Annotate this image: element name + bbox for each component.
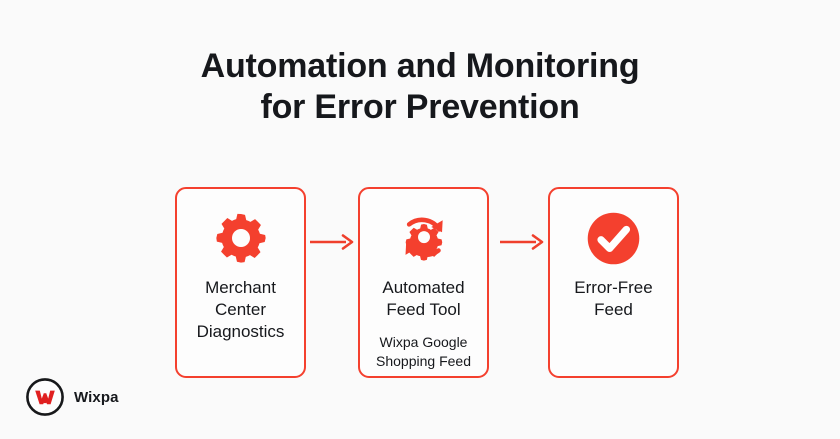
- flow-step-merchant-center-diagnostics[interactable]: Merchant Center Diagnostics: [175, 187, 306, 378]
- page-title-line-2: for Error Prevention: [260, 88, 580, 126]
- process-flow: Merchant Center Diagnostics: [175, 187, 681, 379]
- flow-step-automated-feed-tool[interactable]: Automated Feed Tool Wixpa Google Shoppin…: [358, 187, 489, 378]
- gear-icon: [213, 209, 269, 267]
- wixpa-w-logo-icon: [24, 376, 66, 418]
- page-title-line-1: Automation and Monitoring: [200, 47, 640, 85]
- flow-step-title: Merchant Center Diagnostics: [196, 278, 285, 341]
- check-circle-icon: [586, 209, 641, 267]
- gear-sync-icon: [395, 209, 453, 267]
- arrow-right-icon: [500, 233, 546, 251]
- brand-name: Wixpa: [74, 388, 119, 406]
- flow-step-error-free-feed[interactable]: Error-Free Feed: [548, 187, 679, 378]
- flow-step-title: Error-Free Feed: [574, 278, 653, 319]
- brand-logo[interactable]: Wixpa: [24, 376, 119, 418]
- arrow-right-icon: [310, 233, 356, 251]
- flow-step-subtitle: Wixpa Google Shopping Feed: [376, 334, 471, 369]
- flow-step-title: Automated Feed Tool: [382, 278, 465, 319]
- page-title: Automation and Monitoring for Error Prev…: [0, 46, 840, 128]
